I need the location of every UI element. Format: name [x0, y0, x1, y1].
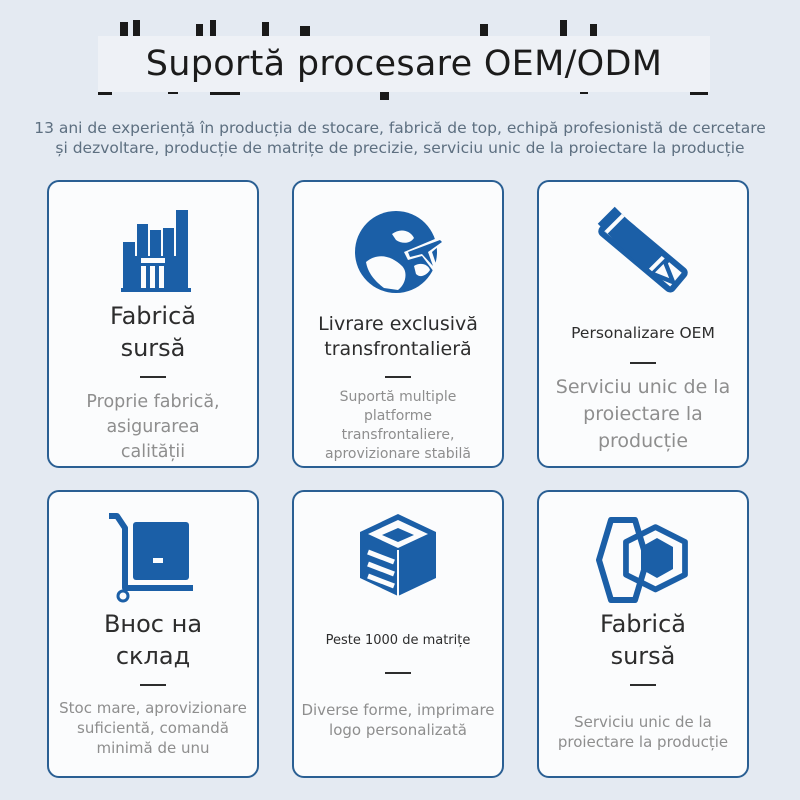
card-description: Serviciu unic de la proiectare la produc…: [555, 376, 731, 452]
divider: [140, 684, 166, 686]
factory-icon: [121, 210, 191, 292]
card-heading: Personalizare OEM: [571, 324, 715, 342]
card-heading: Внос на склад: [103, 610, 203, 670]
subtitle-line: 13 ani de experiență în producția de sto…: [34, 119, 766, 137]
globe-plane-icon: [355, 211, 446, 293]
card-heading: Fabrică sursă: [600, 610, 686, 670]
divider: [630, 684, 656, 686]
hexagons-icon: [596, 517, 688, 603]
divider: [630, 362, 656, 364]
feature-card-oem-customization: Personalizare OEM Serviciu unic de la pr…: [537, 180, 749, 468]
feature-card-source-factory: Fabrică sursă Serviciu unic de la proiec…: [537, 490, 749, 778]
feature-card-molds: Peste 1000 de matrițe Diverse forme, imp…: [292, 490, 504, 778]
divider: [140, 376, 166, 378]
card-description: Diverse forme, imprimare logo personaliz…: [301, 701, 495, 739]
card-heading: Peste 1000 de matrițe: [325, 633, 471, 648]
feature-card-factory: Fabrică sursă Proprie fabrică, asigurare…: [47, 180, 259, 468]
page-subtitle: 13 ani de experiență în producția de sto…: [20, 118, 780, 158]
card-description: Proprie fabrică, asigurarea calității: [86, 392, 220, 462]
divider: [385, 376, 411, 378]
subtitle-line: și dezvoltare, producție de matrițe de p…: [55, 139, 745, 157]
feature-card-warehouse: Внос на склад Stoc mare, aprovizionare s…: [47, 490, 259, 778]
card-description: Stoc mare, aprovizionare suficientă, com…: [59, 699, 247, 757]
card-description: Serviciu unic de la proiectare la produc…: [557, 713, 729, 751]
page-title: Suportă procesare OEM/ODM: [145, 44, 663, 84]
pencil-ruler-icon: [597, 206, 688, 293]
layered-cube-icon: [360, 514, 436, 596]
divider: [385, 672, 411, 674]
title-banner: Suportă procesare OEM/ODM: [98, 36, 710, 92]
feature-card-cross-border-delivery: Livrare exclusivă transfrontalieră Supor…: [292, 180, 504, 468]
background-scribble: [98, 20, 708, 100]
card-description: Suportă multiple platforme transfrontali…: [324, 389, 472, 462]
card-heading: Fabrică sursă: [110, 302, 196, 362]
card-heading: Livrare exclusivă transfrontalieră: [318, 313, 478, 360]
warehouse-cart-icon: [109, 513, 193, 603]
